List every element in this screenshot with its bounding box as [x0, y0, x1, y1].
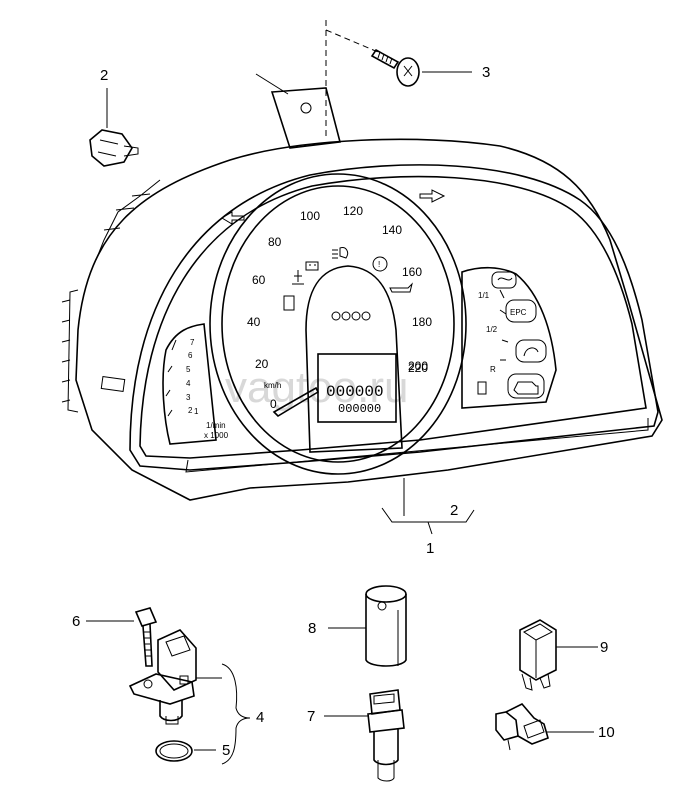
instrument-cluster: 7 6 5 4 3 2 1 1/min x 1000 0 20 40 60 80…: [61, 87, 663, 501]
callout-10: 10: [598, 724, 615, 741]
temp-sender-icon: [367, 689, 405, 782]
callout-2-bottom: 2: [450, 502, 458, 519]
connector-housing-icon: [519, 619, 557, 691]
callout-8: 8: [308, 620, 316, 637]
speed-label-160: 160: [402, 265, 422, 279]
speed-label-40: 40: [247, 315, 261, 329]
battery-icon: [305, 261, 319, 271]
callout-2-top: 2: [100, 67, 108, 84]
tach-label-7: 7: [190, 338, 195, 347]
callout-1: 1: [426, 540, 434, 557]
callout-4: 4: [256, 709, 264, 726]
callout-5: 5: [222, 742, 230, 759]
screw-icon: [370, 48, 420, 87]
tach-unit-multiplier: x 1000: [204, 431, 229, 440]
epc-warning: EPC: [505, 299, 537, 323]
sleeve-icon: [365, 585, 407, 667]
svg-text:!: !: [378, 260, 380, 269]
speed-label-140: 140: [382, 223, 402, 237]
callout-7: 7: [307, 708, 315, 725]
tach-label-3: 3: [186, 393, 191, 402]
fuel-reserve-icon: [477, 381, 487, 395]
speed-label-120: 120: [343, 204, 363, 218]
speed-unit: km/h: [264, 381, 281, 390]
tach-label-1: 1: [194, 407, 199, 416]
fuel-pump-icon: [283, 295, 295, 311]
fuel-gauge: 1/1 1/2 R: [478, 289, 509, 374]
odometer-display: [317, 353, 397, 423]
odometer-trip: 000000: [326, 383, 384, 401]
bolt-icon: [134, 607, 158, 667]
tachometer: 7 6 5 4 3 2 1 1/min x 1000: [165, 338, 229, 440]
speed-sensor-icon: [128, 629, 197, 725]
speed-label-200: 200: [408, 359, 428, 373]
fuel-label-full: 1/1: [478, 291, 490, 300]
tach-label-2: 2: [188, 406, 193, 415]
tach-label-4: 4: [186, 379, 191, 388]
immobilizer-icon: [515, 339, 547, 363]
coolant-temp-icon: [292, 270, 304, 285]
bracket-clip-icon: [495, 703, 549, 751]
speed-label-220: 220: [408, 361, 428, 375]
tach-label-6: 6: [188, 351, 193, 360]
speed-label-60: 60: [252, 273, 266, 287]
speed-label-180: 180: [412, 315, 432, 329]
engine-check-icon: [507, 373, 545, 399]
watermark: vagtoo.ru: [225, 363, 408, 412]
speed-label-20: 20: [255, 357, 269, 371]
tach-unit: 1/min: [206, 421, 226, 430]
fuel-label-half: 1/2: [486, 325, 498, 334]
odometer-total: 000000: [338, 402, 381, 416]
speed-label-0: 0: [270, 397, 277, 411]
tach-label-5: 5: [186, 365, 191, 374]
epc-label: EPC: [510, 308, 527, 317]
indicator-dots: [331, 311, 371, 321]
speed-label-80: 80: [268, 235, 282, 249]
callout-3: 3: [482, 64, 490, 81]
speedometer: 0 20 40 60 80 100 120 140 160 180 200 22…: [247, 204, 432, 418]
fuel-label-reserve: R: [490, 365, 496, 374]
glow-plug-icon: [491, 271, 517, 289]
bulb-socket-icon: [89, 129, 139, 167]
headlight-icon: [332, 247, 349, 259]
speed-label-100: 100: [300, 209, 320, 223]
callout-6: 6: [72, 613, 80, 630]
oil-can-icon: [389, 282, 413, 293]
callout-9: 9: [600, 639, 608, 656]
brake-warning-icon: !: [372, 256, 388, 272]
o-ring-icon: [155, 740, 193, 762]
